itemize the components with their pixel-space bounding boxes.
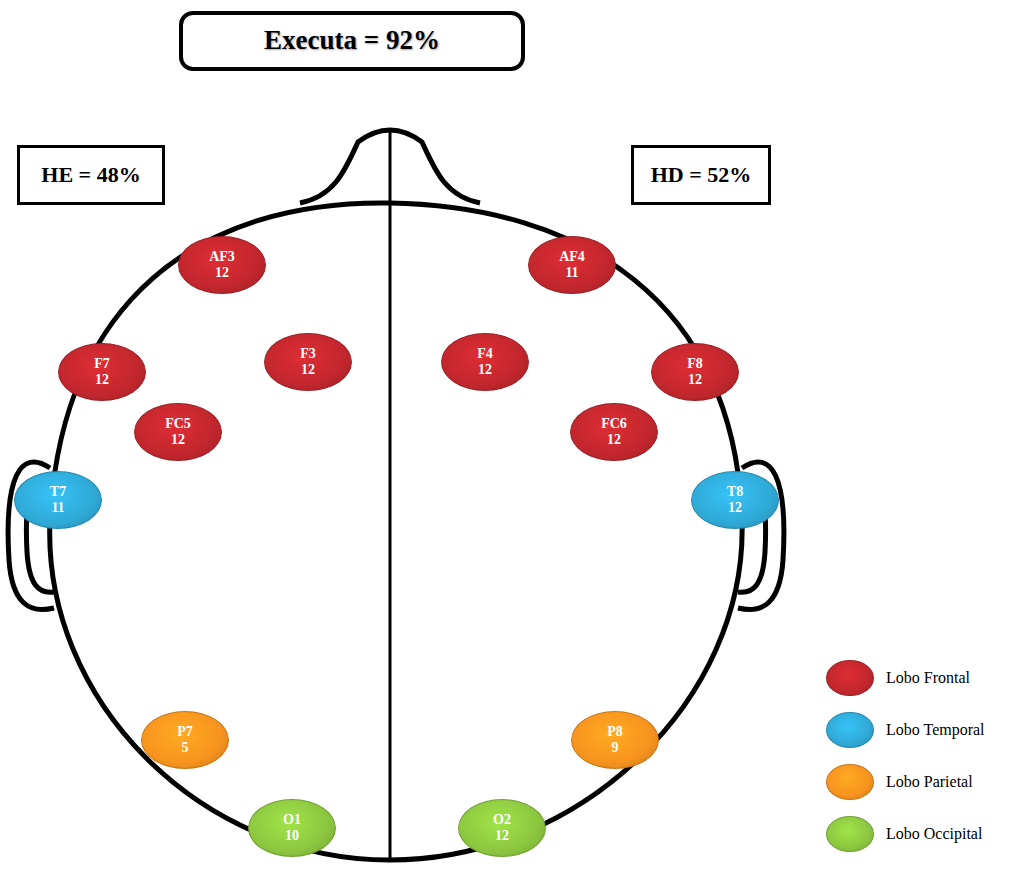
electrode-ellipse: AF411 bbox=[528, 236, 616, 294]
electrode-ellipse: FC612 bbox=[570, 403, 658, 461]
node-label: HD = 52% bbox=[651, 162, 752, 187]
electrode-ellipse: FC512 bbox=[134, 403, 222, 461]
midline bbox=[389, 130, 392, 858]
node-label: HE = 48% bbox=[41, 162, 140, 187]
legend-label: Lobo Frontal bbox=[886, 669, 970, 687]
hemisphere-box: HD = 52% bbox=[631, 145, 771, 205]
electrode-ellipse: P89 bbox=[571, 711, 659, 769]
title-box: Executa = 92% bbox=[179, 11, 525, 71]
node-label: AF4 bbox=[559, 249, 585, 265]
electrode-ellipse: T812 bbox=[691, 471, 779, 529]
electrode-ellipse: F812 bbox=[651, 343, 739, 401]
skull bbox=[50, 203, 742, 860]
node-value: 12 bbox=[728, 500, 742, 516]
legend-label: Lobo Temporal bbox=[886, 721, 985, 739]
node-value: 12 bbox=[495, 828, 509, 844]
node-label: P8 bbox=[607, 724, 623, 740]
legend-entry: Lobo Temporal bbox=[826, 712, 985, 748]
legend-swatch bbox=[826, 764, 874, 800]
node-label: O2 bbox=[493, 812, 511, 828]
node-label: T7 bbox=[50, 484, 66, 500]
node-label: FC5 bbox=[165, 416, 191, 432]
electrode-ellipse: F312 bbox=[264, 333, 352, 391]
electrode-ellipse: O110 bbox=[248, 799, 336, 857]
node-label: Executa = 92% bbox=[264, 25, 440, 56]
node-label: F3 bbox=[300, 346, 316, 362]
legend-label: Lobo Occipital bbox=[886, 825, 982, 843]
electrode-ellipse: O212 bbox=[458, 799, 546, 857]
node-label: FC6 bbox=[601, 416, 627, 432]
hemisphere-box: HE = 48% bbox=[17, 145, 165, 205]
legend-entry: Lobo Frontal bbox=[826, 660, 970, 696]
node-value: 9 bbox=[612, 740, 619, 756]
node-value: 12 bbox=[301, 362, 315, 378]
node-label: F4 bbox=[477, 346, 493, 362]
node-value: 12 bbox=[215, 265, 229, 281]
node-value: 5 bbox=[182, 740, 189, 756]
node-label: F7 bbox=[94, 356, 110, 372]
electrode-ellipse: F412 bbox=[441, 333, 529, 391]
node-label: O1 bbox=[283, 812, 301, 828]
node-value: 11 bbox=[51, 500, 64, 516]
legend-entry: Lobo Parietal bbox=[826, 764, 973, 800]
node-label: T8 bbox=[727, 484, 743, 500]
legend-label: Lobo Parietal bbox=[886, 773, 973, 791]
node-value: 12 bbox=[688, 372, 702, 388]
node-label: F8 bbox=[687, 356, 703, 372]
legend-swatch bbox=[826, 816, 874, 852]
electrode-ellipse: F712 bbox=[58, 343, 146, 401]
legend-swatch bbox=[826, 712, 874, 748]
node-value: 12 bbox=[478, 362, 492, 378]
node-label: P7 bbox=[177, 724, 193, 740]
node-label: AF3 bbox=[209, 249, 235, 265]
electrode-ellipse: P75 bbox=[141, 711, 229, 769]
node-value: 12 bbox=[171, 432, 185, 448]
node-value: 12 bbox=[607, 432, 621, 448]
electrode-ellipse: AF312 bbox=[178, 236, 266, 294]
legend-entry: Lobo Occipital bbox=[826, 816, 982, 852]
node-value: 11 bbox=[565, 265, 578, 281]
node-value: 12 bbox=[95, 372, 109, 388]
electrode-ellipse: T711 bbox=[14, 471, 102, 529]
legend-swatch bbox=[826, 660, 874, 696]
node-value: 10 bbox=[285, 828, 299, 844]
